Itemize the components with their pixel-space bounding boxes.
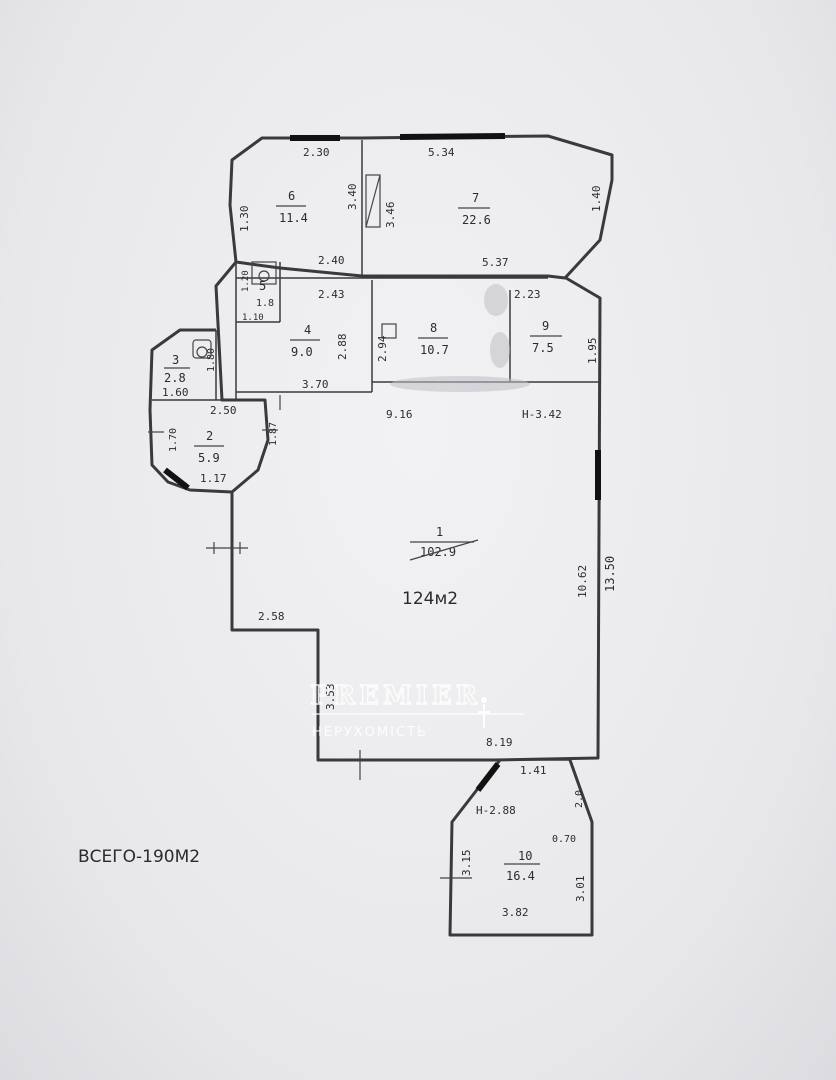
room-6-area: 11.4 — [279, 211, 308, 225]
window-2 — [163, 467, 190, 491]
door-marks — [148, 395, 472, 879]
height-2-88: H-2.88 — [476, 804, 516, 817]
dim-2-30: 2.30 — [303, 146, 330, 159]
dim-0-70: 0.70 — [552, 834, 576, 845]
dim-2-40: 2.40 — [318, 254, 345, 267]
dim-3-46: 3.46 — [384, 202, 397, 229]
dim-3-70: 3.70 — [302, 378, 329, 391]
dim-1-41: 1.41 — [520, 764, 547, 777]
wall-room-10 — [448, 759, 594, 937]
blurred-mark — [484, 284, 508, 316]
dim-2-23: 2.23 — [514, 288, 541, 301]
dim-2-50: 2.50 — [210, 404, 237, 417]
dim-5-34: 5.34 — [428, 146, 455, 159]
watermark-brand: PREMIER — [310, 681, 481, 711]
windows — [163, 133, 601, 792]
dim-8-19: 8.19 — [486, 736, 513, 749]
dim-1-20: 1.20 — [241, 270, 251, 292]
dim-10-62: 10.62 — [576, 565, 589, 598]
dim-2-43: 2.43 — [318, 288, 345, 301]
room-8-number: 8 — [430, 321, 437, 335]
wc-bowl-icon — [258, 270, 270, 282]
dim-13-50: 13.50 — [603, 556, 617, 592]
blurred-mark — [490, 332, 510, 368]
room-1-corrected-area: 124м2 — [402, 589, 458, 609]
room-9-number: 9 — [542, 319, 549, 333]
dim-9-16: 9.16 — [386, 408, 413, 421]
window-7 — [399, 133, 506, 140]
sink-bowl-icon — [196, 346, 208, 358]
dim-3-01: 3.01 — [574, 876, 587, 903]
dim-1-17: 1.17 — [200, 472, 227, 485]
room-8-area: 10.7 — [420, 343, 449, 357]
inner-walls — [152, 140, 600, 761]
dim-3-40: 3.40 — [346, 184, 359, 211]
room-labels: 6 11.4 7 22.6 4 9.0 5 1.8 8 10.7 9 7.5 3… — [164, 189, 562, 883]
room-2-number: 2 — [206, 429, 213, 443]
dim-1-40: 1.40 — [590, 186, 603, 213]
dim-1-30: 1.30 — [238, 206, 251, 233]
total-area-note: ВСЕГО-190М2 — [78, 847, 200, 867]
room-7-number: 7 — [472, 191, 479, 205]
dim-2-0: 2.0 — [574, 790, 585, 808]
dim-2-94: 2.94 — [376, 335, 389, 362]
room-9-area: 7.5 — [532, 341, 554, 355]
blurred-mark — [390, 376, 530, 392]
fixtures — [192, 174, 397, 359]
room-4-number: 4 — [304, 323, 311, 337]
shaft-diag — [365, 174, 381, 228]
watermark-logo: PREMIER НЕРУХОМІСТЬ — [309, 680, 524, 740]
room-2-area: 5.9 — [198, 451, 220, 465]
dimension-labels: 2.30 5.34 3.40 3.46 1.40 1.30 2.40 5.37 … — [162, 146, 617, 919]
dim-1-70: 1.70 — [168, 428, 179, 452]
room-10-number: 10 — [518, 849, 532, 863]
watermark-subtitle: НЕРУХОМІСТЬ — [312, 725, 428, 740]
room-1-number: 1 — [436, 525, 443, 539]
outer-walls — [148, 134, 614, 937]
shaft — [365, 174, 381, 228]
wc-fixture — [251, 261, 277, 285]
window-10 — [475, 762, 501, 792]
dim-2-88: 2.88 — [336, 334, 349, 361]
dim-5-37: 5.37 — [482, 256, 509, 269]
dim-1-87: 1.87 — [268, 422, 279, 446]
dim-3-15: 3.15 — [460, 850, 473, 877]
room-4-area: 9.0 — [291, 345, 313, 359]
watermark-person-icon — [481, 697, 487, 703]
room-5-number: 5 — [259, 279, 266, 293]
height-3-42: H-3.42 — [522, 408, 562, 421]
room-6-number: 6 — [288, 189, 295, 203]
room-10-area: 16.4 — [506, 869, 535, 883]
room-3-area: 2.8 — [164, 371, 186, 385]
dim-3-82: 3.82 — [502, 906, 529, 919]
sink-fixture — [192, 339, 212, 359]
dim-2-58: 2.58 — [258, 610, 285, 623]
dim-1-10: 1.10 — [242, 313, 264, 323]
room-3-number: 3 — [172, 353, 179, 367]
wall-top-block — [228, 134, 614, 280]
room-7-area: 22.6 — [462, 213, 491, 227]
dim-1-80: 1.80 — [206, 348, 217, 372]
dim-1-95: 1.95 — [586, 338, 599, 365]
vent-block — [381, 323, 397, 339]
room-5-area: 1.8 — [256, 298, 274, 309]
dim-1-60: 1.60 — [162, 386, 189, 399]
dim-3-53: 3.53 — [324, 684, 337, 711]
